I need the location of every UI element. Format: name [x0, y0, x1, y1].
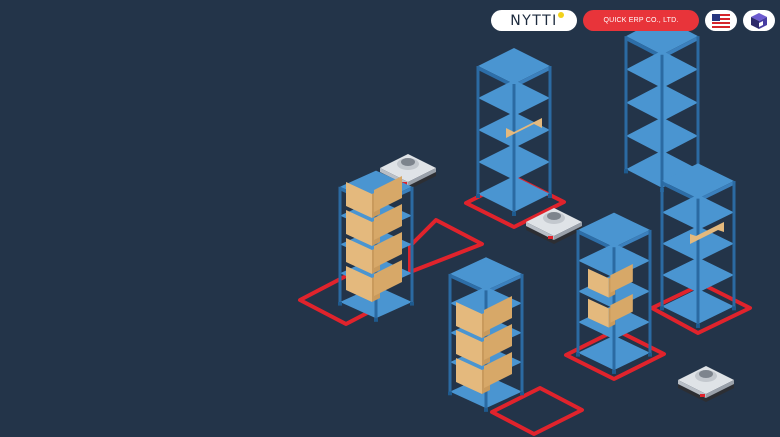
shelf-rack-icon [658, 161, 738, 330]
shelf-rack-icon [622, 15, 702, 194]
brand-logo-text: NYTTI [510, 12, 558, 29]
agv-robot-icon [678, 366, 734, 402]
top-navigation: NYTTI QUICK ERP CO., LTD. [491, 10, 775, 31]
brand-logo[interactable]: NYTTI [491, 10, 577, 31]
shelf-rack-icon [336, 169, 416, 324]
shelf-rack-icon [474, 46, 554, 218]
shelf-rack-icon [446, 255, 526, 414]
shelf-rack-icon [574, 211, 654, 376]
logo-dot-icon [558, 12, 564, 18]
company-button-label: QUICK ERP CO., LTD. [603, 17, 679, 24]
language-flag-button[interactable] [705, 10, 737, 31]
package-box-icon [456, 296, 512, 394]
flag-icon [712, 13, 730, 28]
company-button[interactable]: QUICK ERP CO., LTD. [583, 10, 699, 31]
product-box-button[interactable] [743, 10, 775, 31]
agv-robot-icon [526, 208, 582, 244]
package-box-icon [751, 12, 767, 29]
